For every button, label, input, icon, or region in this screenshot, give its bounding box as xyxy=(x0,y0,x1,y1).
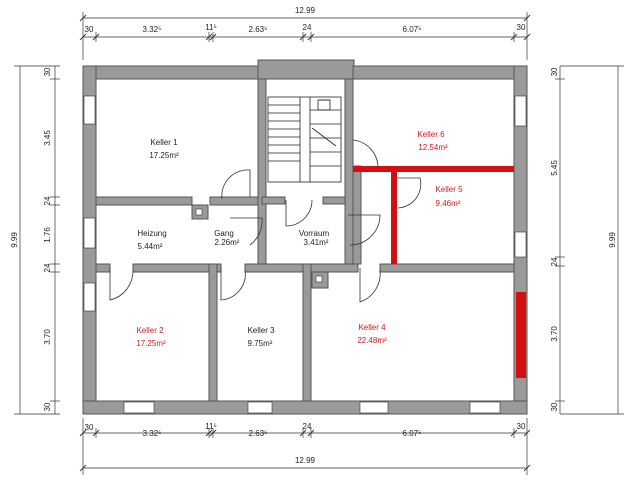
dim-bottom-seg: 2.63⁵ xyxy=(249,429,268,438)
dim-left-seg: 1.76 xyxy=(43,227,52,243)
dim-left-seg: 30 xyxy=(43,402,52,411)
dim-right-total: 9.99 xyxy=(608,232,617,248)
dim-bottom-total: 12.99 xyxy=(295,456,316,465)
room-name-keller-4: Keller 4 xyxy=(358,323,386,332)
dim-top-seg: 24 xyxy=(303,23,312,32)
room-area-keller-3: 9.75m² xyxy=(248,339,273,348)
dim-top-seg: 2.63⁵ xyxy=(249,25,268,34)
room-area-keller-5: 9.46m² xyxy=(436,199,461,208)
dim-left-seg: 24 xyxy=(43,263,52,272)
dim-right-seg: 3.70 xyxy=(550,326,559,342)
dim-left-seg: 30 xyxy=(43,67,52,76)
dim-top-seg: 11⁵ xyxy=(205,23,217,32)
room-area-keller-1: 17.25m² xyxy=(149,151,179,160)
dim-right-seg: 24 xyxy=(550,257,559,266)
new-walls xyxy=(353,166,526,378)
dim-left-seg: 24 xyxy=(43,196,52,205)
dim-top-seg: 6.07⁵ xyxy=(403,25,422,34)
room-name-gang: Gang xyxy=(214,229,234,238)
dim-left-seg: 3.70 xyxy=(43,329,52,345)
dim-bottom-seg: 11⁵ xyxy=(205,422,217,431)
chimney-flues xyxy=(195,208,323,283)
door-swings xyxy=(109,139,422,303)
dimension-ticks xyxy=(79,14,531,472)
room-area-vorraum: 3.41m² xyxy=(304,238,329,247)
room-name-keller-1: Keller 1 xyxy=(150,138,178,147)
dim-top-total: 12.99 xyxy=(295,6,316,15)
dim-right-seg: 30 xyxy=(550,67,559,76)
room-name-keller-6: Keller 6 xyxy=(417,130,445,139)
dim-bottom-seg: 24 xyxy=(303,422,312,431)
dim-bottom-seg: 30 xyxy=(517,422,526,431)
dim-top-seg: 30 xyxy=(517,23,526,32)
dim-left-seg: 3.45 xyxy=(43,130,52,146)
dim-right-seg: 30 xyxy=(550,402,559,411)
room-area-keller-4: 22.48m² xyxy=(357,336,387,345)
windows xyxy=(83,95,527,414)
dim-bottom-seg: 30 xyxy=(85,423,94,432)
room-name-keller-3: Keller 3 xyxy=(247,326,275,335)
dim-left-total: 9.99 xyxy=(10,232,19,248)
room-area-heizung: 5.44m² xyxy=(138,242,163,251)
room-name-keller-5: Keller 5 xyxy=(435,185,463,194)
dim-bottom-seg: 6.07⁵ xyxy=(403,429,422,438)
dim-top-seg: 30 xyxy=(85,25,94,34)
dim-top-seg: 3.32⁵ xyxy=(143,25,162,34)
staircase xyxy=(267,96,342,183)
dim-bottom-seg: 3.32⁵ xyxy=(143,429,162,438)
room-name-heizung: Heizung xyxy=(137,229,166,238)
room-area-keller-6: 12.54m² xyxy=(418,143,448,152)
room-name-vorraum: Vorraum xyxy=(299,229,330,238)
room-labels: Keller 1 17.25m² Heizung 5.44m² Gang 2.2… xyxy=(136,130,463,348)
room-area-keller-2: 17.25m² xyxy=(136,339,166,348)
dim-right-seg: 5.45 xyxy=(550,160,559,176)
room-area-gang: 2.26m² xyxy=(215,238,240,247)
room-name-keller-2: Keller 2 xyxy=(136,326,164,335)
